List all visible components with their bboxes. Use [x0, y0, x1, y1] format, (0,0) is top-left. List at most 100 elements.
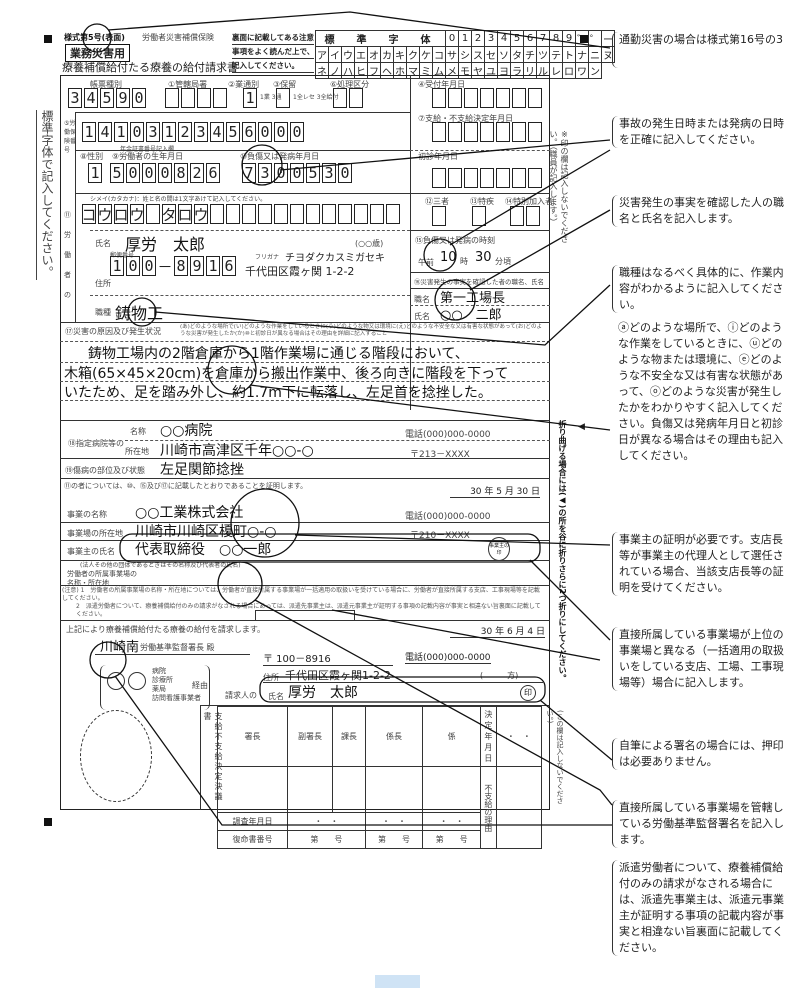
digit-box[interactable]	[354, 204, 368, 224]
digit-box[interactable]	[512, 88, 526, 108]
digit-box[interactable]: 0	[258, 122, 272, 142]
digit-box[interactable]: 4	[84, 88, 98, 108]
injury-part[interactable]: 左足関節捻挫	[160, 462, 244, 478]
witness-title[interactable]: 第一工場長	[440, 291, 506, 306]
digit-box[interactable]	[290, 204, 304, 224]
digit-box[interactable]: 3	[146, 122, 160, 142]
digit-box[interactable]	[464, 88, 478, 108]
digit-box[interactable]: －	[157, 257, 173, 276]
digit-box[interactable]	[386, 204, 400, 224]
digit-box[interactable]	[472, 206, 486, 226]
sex-box[interactable]: 1	[88, 163, 102, 183]
furigana[interactable]: チヨダクカスミガセキ	[285, 253, 385, 264]
digit-box[interactable]	[146, 204, 160, 224]
digit-box[interactable]: ロ	[113, 204, 129, 224]
hospital-name[interactable]: ○○病院	[160, 423, 213, 439]
business-name[interactable]: ○○工業株式会社	[135, 505, 244, 521]
digit-box[interactable]: ウ	[97, 204, 113, 224]
kana-name-boxes[interactable]: コウロウタロウ	[82, 204, 400, 224]
digit-box[interactable]	[242, 204, 256, 224]
worker-name[interactable]: 厚労 太郎	[125, 235, 206, 254]
claimant-address[interactable]: 千代田区霞ヶ関1-2-2	[285, 669, 391, 682]
digit-box[interactable]: 1	[88, 163, 102, 183]
digit-box[interactable]: 0	[142, 163, 156, 183]
hospital-zip[interactable]: 〒213－XXXX	[410, 450, 470, 460]
digit-box[interactable]: 1	[162, 122, 176, 142]
special-join-boxes[interactable]	[510, 206, 540, 226]
digit-box[interactable]	[448, 88, 462, 108]
digit-box[interactable]	[448, 122, 462, 142]
claimant-zip[interactable]: 〒 100－8916	[263, 650, 393, 666]
digit-box[interactable]: 1	[110, 256, 124, 276]
claimant-phone[interactable]: 電話(000)000-0000	[405, 650, 491, 664]
worker-address[interactable]: 千代田区霞ヶ関 1-2-2	[245, 265, 355, 278]
digit-box[interactable]: 8	[174, 163, 188, 183]
digit-box[interactable]	[528, 88, 542, 108]
digit-box[interactable]	[432, 88, 446, 108]
business-address[interactable]: 川崎市川崎区榎町○-○	[135, 524, 277, 540]
business-box[interactable]: 1	[243, 88, 257, 108]
digit-box[interactable]	[464, 168, 478, 188]
digit-box[interactable]: 3	[194, 122, 208, 142]
digit-box[interactable]: 3	[322, 163, 336, 183]
digit-box[interactable]: 3	[68, 88, 82, 108]
digit-box[interactable]: 6	[222, 256, 236, 276]
digit-box[interactable]: 0	[126, 163, 140, 183]
digit-box[interactable]: 4	[210, 122, 224, 142]
digit-box[interactable]	[432, 122, 446, 142]
digit-box[interactable]: 5	[306, 163, 320, 183]
digit-box[interactable]	[181, 88, 195, 108]
digit-box[interactable]: 5	[110, 163, 124, 183]
digit-box[interactable]	[528, 168, 542, 188]
digit-box[interactable]	[448, 168, 462, 188]
digit-box[interactable]	[226, 204, 240, 224]
claim-date[interactable]: 30 年 6 月 4 日	[450, 624, 545, 638]
cause-line[interactable]: 木箱(65×45×20cm)を倉庫から搬出作業中、後ろ向きに階段を下って	[64, 366, 509, 382]
digit-box[interactable]: 0	[290, 163, 304, 183]
digit-box[interactable]: 0	[158, 163, 172, 183]
digit-box[interactable]: 2	[190, 163, 204, 183]
time-minute[interactable]: 30	[475, 250, 492, 265]
digit-box[interactable]: 0	[130, 122, 144, 142]
digit-box[interactable]	[306, 204, 320, 224]
digit-box[interactable]	[432, 206, 446, 226]
business-zip[interactable]: 〒210－XXXX	[410, 531, 470, 541]
digit-box[interactable]: 5	[100, 88, 114, 108]
cause-line[interactable]: 鋳物工場内の2階倉庫から1階作業場に通じる階段において、	[88, 346, 469, 362]
digit-box[interactable]	[496, 122, 510, 142]
cert-date[interactable]: 30 年 5 月 30 日	[450, 484, 540, 498]
digit-box[interactable]	[510, 206, 524, 226]
digit-box[interactable]: 0	[142, 256, 156, 276]
digit-box[interactable]	[333, 88, 347, 108]
time-hour[interactable]: 10	[440, 250, 457, 265]
digit-box[interactable]	[349, 88, 363, 108]
digit-box[interactable]: 1	[206, 256, 220, 276]
digit-box[interactable]: 1	[243, 88, 257, 108]
digit-box[interactable]: 0	[132, 88, 146, 108]
digit-box[interactable]	[432, 168, 446, 188]
digit-box[interactable]	[496, 88, 510, 108]
digit-box[interactable]	[274, 204, 288, 224]
special-box[interactable]	[472, 206, 486, 226]
job[interactable]: 鋳物工	[115, 304, 164, 323]
digit-box[interactable]	[276, 88, 290, 108]
digit-box[interactable]: タ	[161, 204, 177, 224]
hold-box[interactable]	[276, 88, 290, 108]
office-name[interactable]: 川崎南	[100, 640, 140, 655]
digit-box[interactable]: 1	[114, 122, 128, 142]
digit-box[interactable]	[197, 88, 211, 108]
digit-box[interactable]: 5	[226, 122, 240, 142]
page-indicator[interactable]	[375, 975, 420, 988]
digit-box[interactable]	[480, 168, 494, 188]
digit-box[interactable]	[528, 122, 542, 142]
digit-box[interactable]: 0	[274, 122, 288, 142]
digit-box[interactable]: 6	[206, 163, 220, 183]
first-visit-boxes[interactable]	[432, 168, 542, 188]
digit-box[interactable]: ウ	[129, 204, 145, 224]
digit-box[interactable]	[480, 122, 494, 142]
digit-box[interactable]	[480, 88, 494, 108]
digit-box[interactable]: ロ	[177, 204, 193, 224]
